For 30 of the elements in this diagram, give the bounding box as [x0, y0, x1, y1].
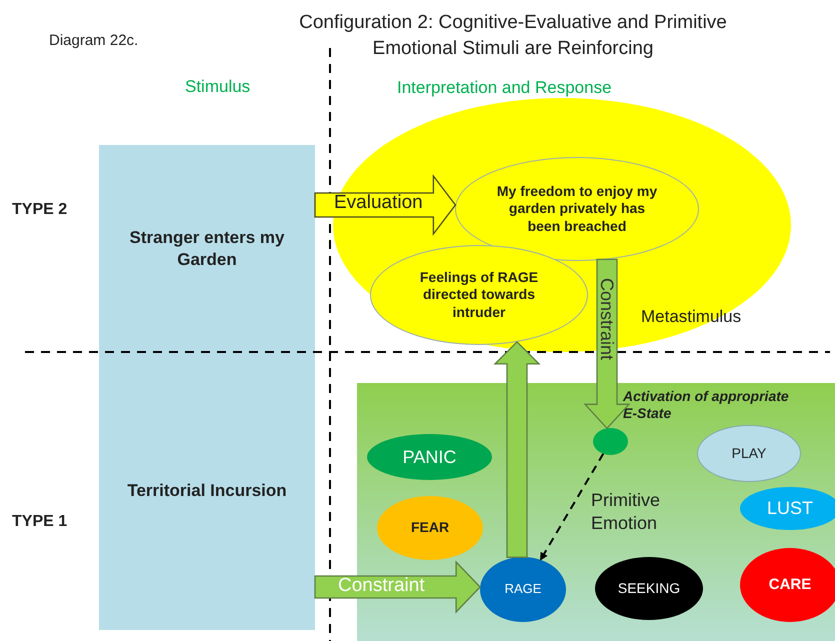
edge-label: Constraint — [598, 278, 616, 360]
row-label: TYPE 2 — [12, 201, 68, 219]
block-arrow — [584, 258, 630, 430]
edge-label: Constraint — [338, 576, 425, 595]
node-label: RAGE — [504, 581, 542, 598]
dashed-arrow — [540, 453, 604, 561]
node-label: My freedom to enjoy my garden privately has been breached — [496, 182, 658, 236]
node-label: SEEKING — [618, 580, 680, 598]
column-heading: Interpretation and Response — [397, 78, 612, 98]
node-label: PANIC — [402, 446, 456, 468]
node-label: Territorial Incursion — [127, 480, 287, 502]
column-heading: Stimulus — [185, 77, 250, 97]
block-arrow — [493, 340, 541, 558]
diagram-title: Configuration 2: Cognitive-Evaluative and Primitive Emotional Stimuli are Reinforcing — [298, 11, 728, 61]
node-label: Feelings of RAGE directed towards intruder — [418, 268, 540, 322]
node-label: PLAY — [732, 444, 766, 462]
node-label: CARE — [768, 576, 812, 594]
node-label: Primitive Emotion — [591, 489, 662, 534]
emotion-ellipse — [740, 487, 835, 530]
node-label: Stranger enters my Garden — [128, 227, 286, 270]
row-label: TYPE 1 — [12, 513, 68, 531]
figure-label: Diagram 22c. — [49, 32, 138, 49]
block-arrow — [314, 560, 481, 614]
node-label: LUST — [766, 497, 813, 520]
node-caption: Activation of appropriate E-State — [623, 388, 790, 422]
stimulus-box — [99, 145, 315, 352]
edge-label: Evaluation — [334, 193, 423, 212]
stimulus-box — [99, 352, 315, 630]
node-label: FEAR — [410, 519, 450, 537]
block-arrow — [314, 174, 456, 236]
